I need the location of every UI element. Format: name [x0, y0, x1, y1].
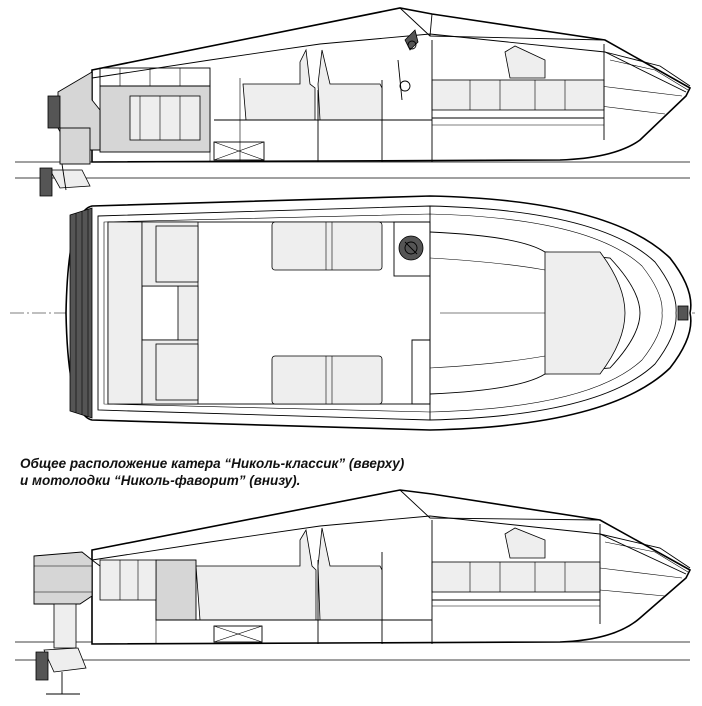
plan-view — [10, 195, 695, 431]
drawing-caption: Общее расположение катера “Николь-класси… — [20, 455, 540, 489]
porthole-shape — [504, 45, 546, 79]
caption-line-2: и мотолодки “Николь-фаворит” (внизу). — [20, 473, 301, 488]
caption-line-1: Общее расположение катера “Николь-класси… — [20, 456, 405, 471]
classic-side-view — [15, 7, 692, 197]
favorit-side-view — [15, 489, 692, 695]
